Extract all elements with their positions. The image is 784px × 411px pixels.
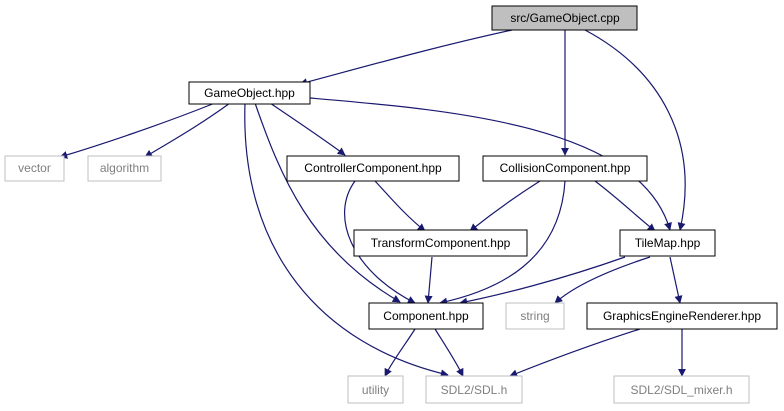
node-game-object-hpp-label: GameObject.hpp [204, 86, 295, 100]
node-vector: vector [4, 155, 65, 182]
node-collision-component-hpp[interactable]: CollisionComponent.hpp [482, 155, 648, 182]
node-graphics-engine-renderer-hpp[interactable]: GraphicsEngineRenderer.hpp [586, 302, 778, 330]
edge-game-object-hpp-to-controller-component-hpp [269, 102, 346, 156]
node-sdl-h-label: SDL2/SDL.h [441, 383, 508, 397]
node-tile-map-hpp-label: TileMap.hpp [635, 236, 701, 250]
node-game-object-cpp-label: src/GameObject.cpp [510, 11, 620, 25]
edge-game-object-hpp-to-algorithm [144, 102, 231, 158]
node-sdl-h: SDL2/SDL.h [425, 375, 523, 404]
node-game-object-hpp[interactable]: GameObject.hpp [188, 81, 311, 105]
node-graphics-engine-renderer-hpp-label: GraphicsEngineRenderer.hpp [603, 309, 761, 323]
nodes-layer: src/GameObject.cpp GameObject.hpp vector… [4, 5, 778, 404]
edges-layer [59, 29, 686, 378]
edge-component-hpp-to-sdl-h [434, 328, 464, 377]
edge-game-object-hpp-to-sdl-h [244, 102, 449, 378]
node-algorithm-label: algorithm [100, 161, 149, 175]
edge-collision-component-hpp-to-component-hpp [439, 180, 566, 306]
edge-game-object-hpp-to-tile-map-hpp [309, 97, 672, 231]
edge-tile-map-hpp-to-component-hpp [459, 256, 626, 306]
node-collision-component-hpp-label: CollisionComponent.hpp [500, 161, 631, 175]
node-sdl-mixer-h: SDL2/SDL_mixer.h [613, 375, 750, 404]
edge-component-hpp-to-utility [384, 328, 416, 377]
node-utility-label: utility [362, 383, 389, 397]
node-vector-label: vector [18, 161, 51, 175]
edge-graphics-engine-renderer-hpp-to-sdl-h [509, 328, 641, 378]
edge-tile-map-hpp-to-graphics-engine-renderer-hpp [669, 256, 683, 304]
node-transform-component-hpp-label: TransformComponent.hpp [371, 236, 511, 250]
node-tile-map-hpp[interactable]: TileMap.hpp [619, 229, 716, 257]
edge-game-object-cpp-to-game-object-hpp [299, 29, 513, 87]
edge-game-object-cpp-to-tile-map-hpp [584, 29, 686, 231]
node-transform-component-hpp[interactable]: TransformComponent.hpp [353, 229, 528, 257]
edge-game-object-hpp-to-vector [59, 102, 216, 159]
edge-controller-component-hpp-to-transform-component-hpp [374, 180, 426, 232]
node-string-label: string [520, 309, 549, 323]
node-controller-component-hpp-label: ControllerComponent.hpp [304, 161, 442, 175]
node-component-hpp[interactable]: Component.hpp [368, 302, 484, 330]
node-algorithm: algorithm [87, 155, 162, 182]
edge-collision-component-hpp-to-tile-map-hpp [594, 180, 656, 232]
node-string: string [505, 302, 565, 330]
node-utility: utility [347, 375, 404, 404]
edge-collision-component-hpp-to-transform-component-hpp [469, 180, 541, 232]
node-component-hpp-label: Component.hpp [383, 309, 469, 323]
edge-tile-map-hpp-to-string [554, 256, 651, 304]
node-sdl-mixer-h-label: SDL2/SDL_mixer.h [630, 383, 732, 397]
edge-game-object-hpp-to-component-hpp [254, 102, 401, 303]
edge-transform-component-hpp-to-component-hpp [424, 256, 433, 304]
node-game-object-cpp: src/GameObject.cpp [491, 5, 638, 31]
edge-controller-component-hpp-to-component-hpp [343, 180, 416, 304]
node-controller-component-hpp[interactable]: ControllerComponent.hpp [286, 155, 460, 182]
